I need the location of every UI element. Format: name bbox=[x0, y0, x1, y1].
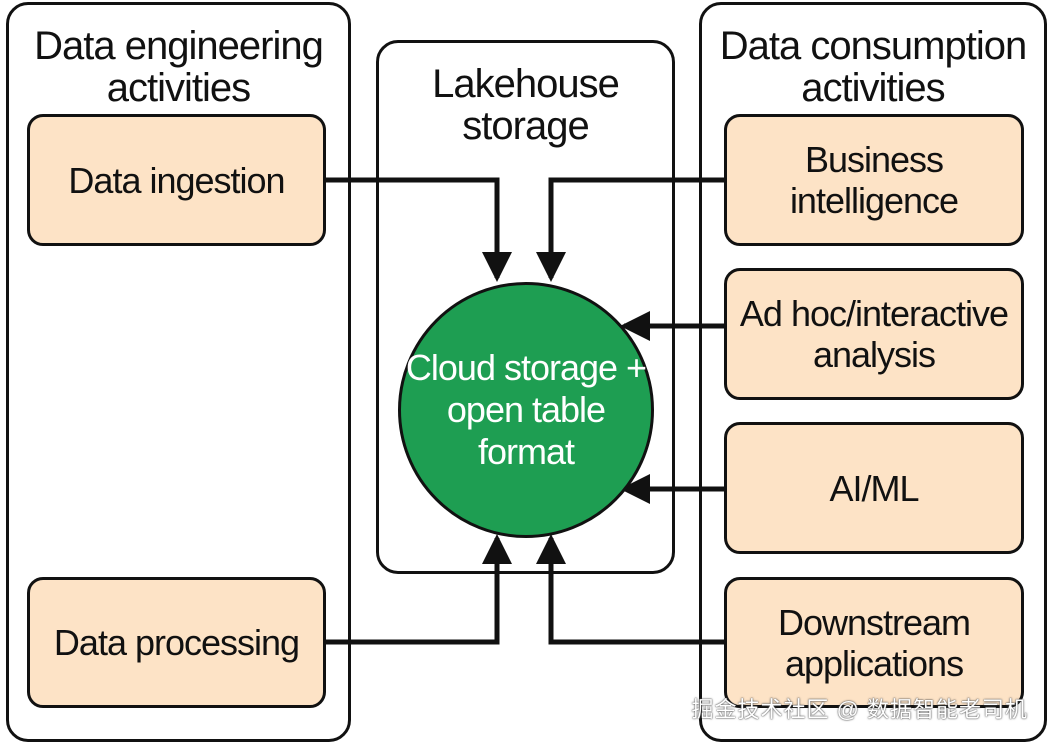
arrow-downstream-to-core bbox=[536, 533, 725, 645]
data-engineering-title: Data engineering activities bbox=[34, 24, 324, 110]
business-intelligence-box: Business intelligence bbox=[724, 114, 1024, 246]
downstream-applications-label: Downstream applications bbox=[777, 601, 971, 684]
lakehouse-storage-title: Lakehouse storage bbox=[432, 62, 620, 148]
arrow-ingestion-to-core bbox=[325, 177, 512, 283]
downstream-applications-box: Downstream applications bbox=[724, 577, 1024, 708]
watermark-text: 掘金技术社区 @ 数据智能老司机 bbox=[691, 697, 1028, 722]
data-ingestion-label: Data ingestion bbox=[68, 159, 285, 201]
cloud-storage-label: Cloud storage + open table format bbox=[405, 347, 647, 472]
ai-ml-box: AI/ML bbox=[724, 422, 1024, 554]
data-processing-box: Data processing bbox=[27, 577, 326, 708]
arrow-processing-to-core bbox=[325, 533, 512, 645]
arrow-bi-to-core bbox=[536, 177, 725, 283]
business-intelligence-label: Business intelligence bbox=[789, 139, 959, 221]
adhoc-analysis-box: Ad hoc/interactive analysis bbox=[724, 268, 1024, 400]
data-processing-label: Data processing bbox=[53, 622, 300, 663]
data-consumption-title: Data consumption activities bbox=[719, 24, 1027, 110]
data-ingestion-box: Data ingestion bbox=[27, 114, 326, 246]
adhoc-analysis-label: Ad hoc/interactive analysis bbox=[739, 293, 1009, 375]
cloud-storage-circle: Cloud storage + open table format bbox=[398, 282, 654, 538]
ai-ml-label: AI/ML bbox=[829, 467, 919, 509]
